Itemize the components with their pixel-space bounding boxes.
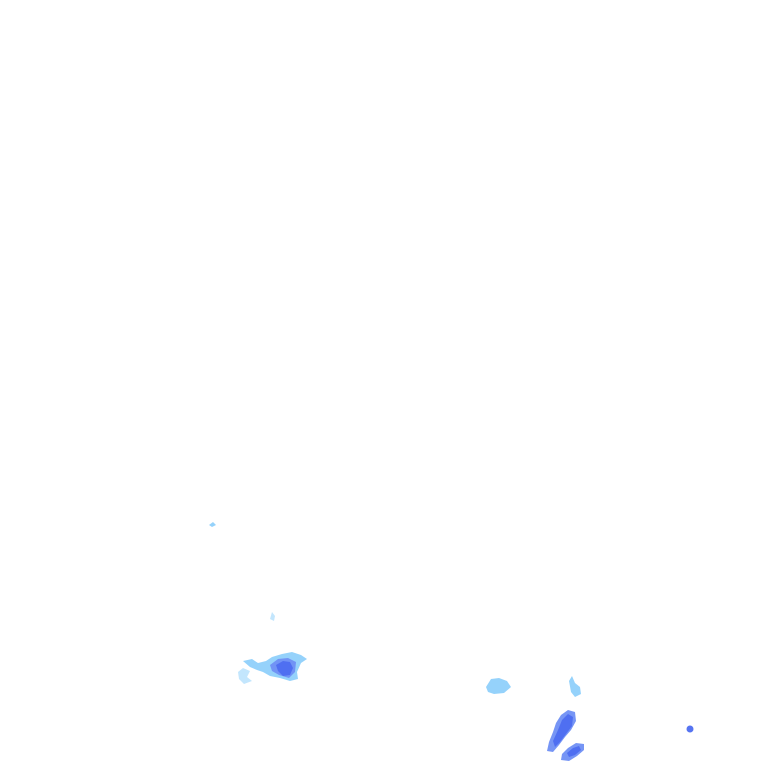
- echo-speck-west: [209, 522, 216, 527]
- rain-cell-west-fringe: [238, 668, 252, 684]
- echo-speck-east: [686, 725, 694, 733]
- echo-speck-west-shape: [209, 522, 216, 527]
- echo-speck-east-shape: [686, 725, 694, 733]
- rain-cell-east-upper: [569, 676, 581, 697]
- rain-cell-east-band-core: [553, 714, 573, 747]
- echo-speck-small: [270, 612, 275, 621]
- rain-cell-west-core: [276, 661, 293, 676]
- echo-speck-small-shape: [270, 612, 275, 621]
- rain-cell-central: [486, 678, 511, 694]
- rain-cell-east-lower-core: [567, 746, 581, 757]
- rain-cell-east: [547, 676, 584, 761]
- rain-cell-central-shape: [486, 678, 511, 694]
- rain-cell-west: [238, 652, 307, 684]
